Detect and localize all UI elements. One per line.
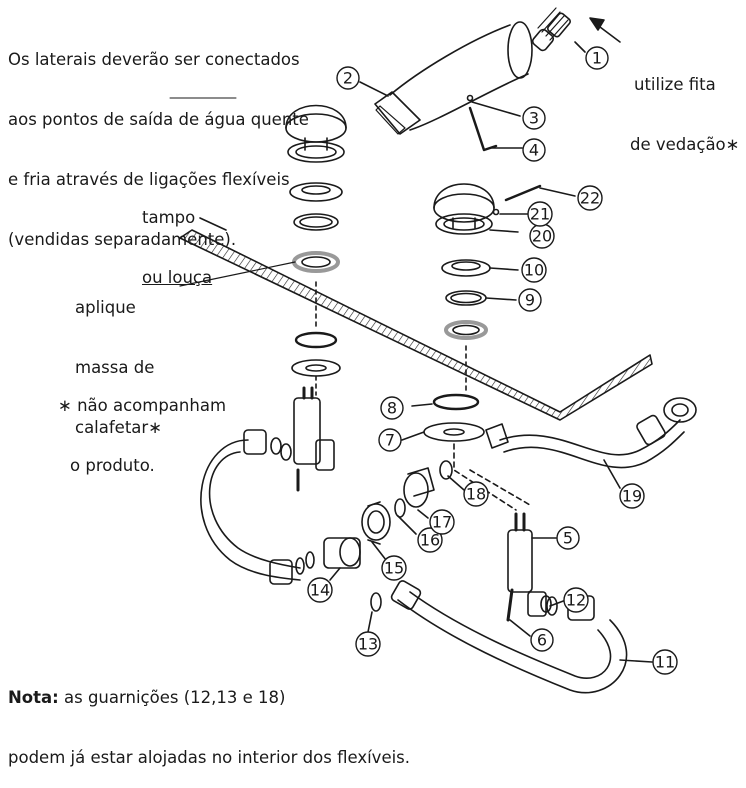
hose-left — [200, 429, 301, 585]
callout-13: 13 — [355, 631, 381, 657]
callout-11-text: 11 — [655, 653, 675, 672]
top-note-line-3: e fria através de ligações flexíveis — [8, 170, 290, 189]
callout-18: 18 — [463, 481, 489, 507]
callout-5-text: 5 — [563, 529, 573, 548]
washer-18 — [439, 460, 453, 480]
counter-label: tampo ou louça — [142, 168, 212, 308]
callout-3: 3 — [522, 106, 546, 130]
fitting-14 — [295, 537, 361, 575]
callout-7-text: 7 — [385, 431, 395, 450]
callout-3-text: 3 — [529, 109, 539, 128]
callout-15: 15 — [381, 555, 407, 581]
top-note-line-1: Os laterais deverão ser conectados — [8, 50, 300, 69]
top-note-line-2: aos pontos de saída de água quente — [8, 110, 309, 129]
part-number-callouts: 1 2 3 4 5 6 7 8 9 10 11 12 13 14 15 16 1… — [307, 46, 678, 675]
callout-4-text: 4 — [529, 141, 539, 160]
callout-20-text: 20 — [532, 227, 552, 246]
callout-6-text: 6 — [537, 631, 547, 650]
callout-1: 1 — [585, 46, 609, 70]
callout-2-text: 2 — [343, 69, 353, 88]
callout-7: 7 — [378, 428, 402, 452]
left-ring-part — [293, 213, 339, 231]
nut-15 — [361, 501, 391, 545]
callout-22: 22 — [577, 185, 603, 211]
left-lower-ring-1 — [294, 331, 338, 349]
callout-19: 19 — [619, 483, 645, 509]
washer-13 — [370, 592, 382, 612]
callout-14: 14 — [307, 577, 333, 603]
top-note: Os laterais deverão ser conectados aos p… — [8, 10, 309, 270]
counter-label-line-1: tampo — [142, 208, 196, 227]
putty-note-line-1: aplique — [75, 298, 136, 317]
callout-9: 9 — [518, 288, 542, 312]
right-handle-part — [433, 183, 495, 235]
callout-20: 20 — [529, 223, 555, 249]
putty-note: aplique massa de calafetar∗ — [75, 258, 162, 458]
right-lower-ring-7 — [423, 422, 485, 442]
callout-18-text: 18 — [466, 485, 486, 504]
callout-17: 17 — [429, 509, 455, 535]
callout-16: 16 — [417, 527, 443, 553]
callout-14-text: 14 — [310, 581, 330, 600]
left-putty-ring — [292, 251, 340, 273]
right-putty-ring — [444, 320, 488, 340]
spout-part — [374, 21, 533, 135]
threaded-connector-part — [531, 7, 572, 52]
tape-note-line-1: utilize fita — [634, 75, 716, 94]
putty-note-line-3: calafetar∗ — [75, 418, 163, 437]
callout-11: 11 — [652, 649, 678, 675]
callout-21: 21 — [527, 201, 553, 227]
left-nut-part — [289, 182, 343, 202]
callout-5: 5 — [556, 526, 580, 550]
callout-12-text: 12 — [566, 591, 586, 610]
allen-key-part — [468, 106, 498, 152]
hose-lower — [390, 580, 628, 694]
right-allen-key — [504, 184, 542, 202]
hose-upper-right — [485, 397, 697, 469]
callout-10: 10 — [521, 257, 547, 283]
callout-6: 6 — [530, 628, 554, 652]
counter-label-line-2: ou louça — [142, 268, 213, 287]
left-valve-body — [293, 386, 335, 492]
right-valve-body — [506, 512, 547, 622]
left-lower-ring-2 — [291, 359, 341, 377]
callout-17-text: 17 — [432, 513, 452, 532]
callout-4: 4 — [522, 138, 546, 162]
callout-1-text: 1 — [592, 49, 602, 68]
left-handle-part — [285, 104, 347, 163]
countertop-slab — [179, 229, 653, 421]
callout-22-text: 22 — [580, 189, 600, 208]
putty-note-line-2: massa de — [75, 358, 155, 377]
right-grub-screw — [492, 208, 500, 216]
callout-8: 8 — [380, 396, 404, 420]
callout-10-text: 10 — [524, 261, 544, 280]
exploded-diagram: 1 2 3 4 5 6 7 8 9 10 11 12 13 14 15 16 1… — [169, 7, 697, 694]
callout-16-text: 16 — [420, 531, 440, 550]
washer-16 — [394, 498, 406, 518]
right-lower-ring-8 — [432, 393, 480, 411]
callout-15-text: 15 — [384, 559, 404, 578]
tape-note: utilize fita de vedação∗ — [630, 35, 739, 175]
callout-13-text: 13 — [358, 635, 378, 654]
counter-arrow — [199, 217, 227, 231]
grub-screw-part — [466, 94, 474, 102]
bottom-note-line-2: podem já estar alojadas no interior dos … — [8, 748, 411, 767]
not-included-line-1: ∗ não acompanham — [58, 396, 227, 415]
not-included-note: ∗ não acompanham o produto. — [58, 356, 226, 496]
callout-8-text: 8 — [387, 399, 397, 418]
callout-21-text: 21 — [530, 205, 550, 224]
callout-2: 2 — [336, 66, 360, 90]
nut-17 — [403, 467, 435, 508]
callout-19-text: 19 — [622, 487, 642, 506]
tape-note-line-2: de vedação∗ — [630, 135, 740, 154]
callout-9-text: 9 — [525, 291, 535, 310]
callout-12: 12 — [563, 587, 589, 613]
not-included-line-2: o produto. — [70, 456, 155, 475]
